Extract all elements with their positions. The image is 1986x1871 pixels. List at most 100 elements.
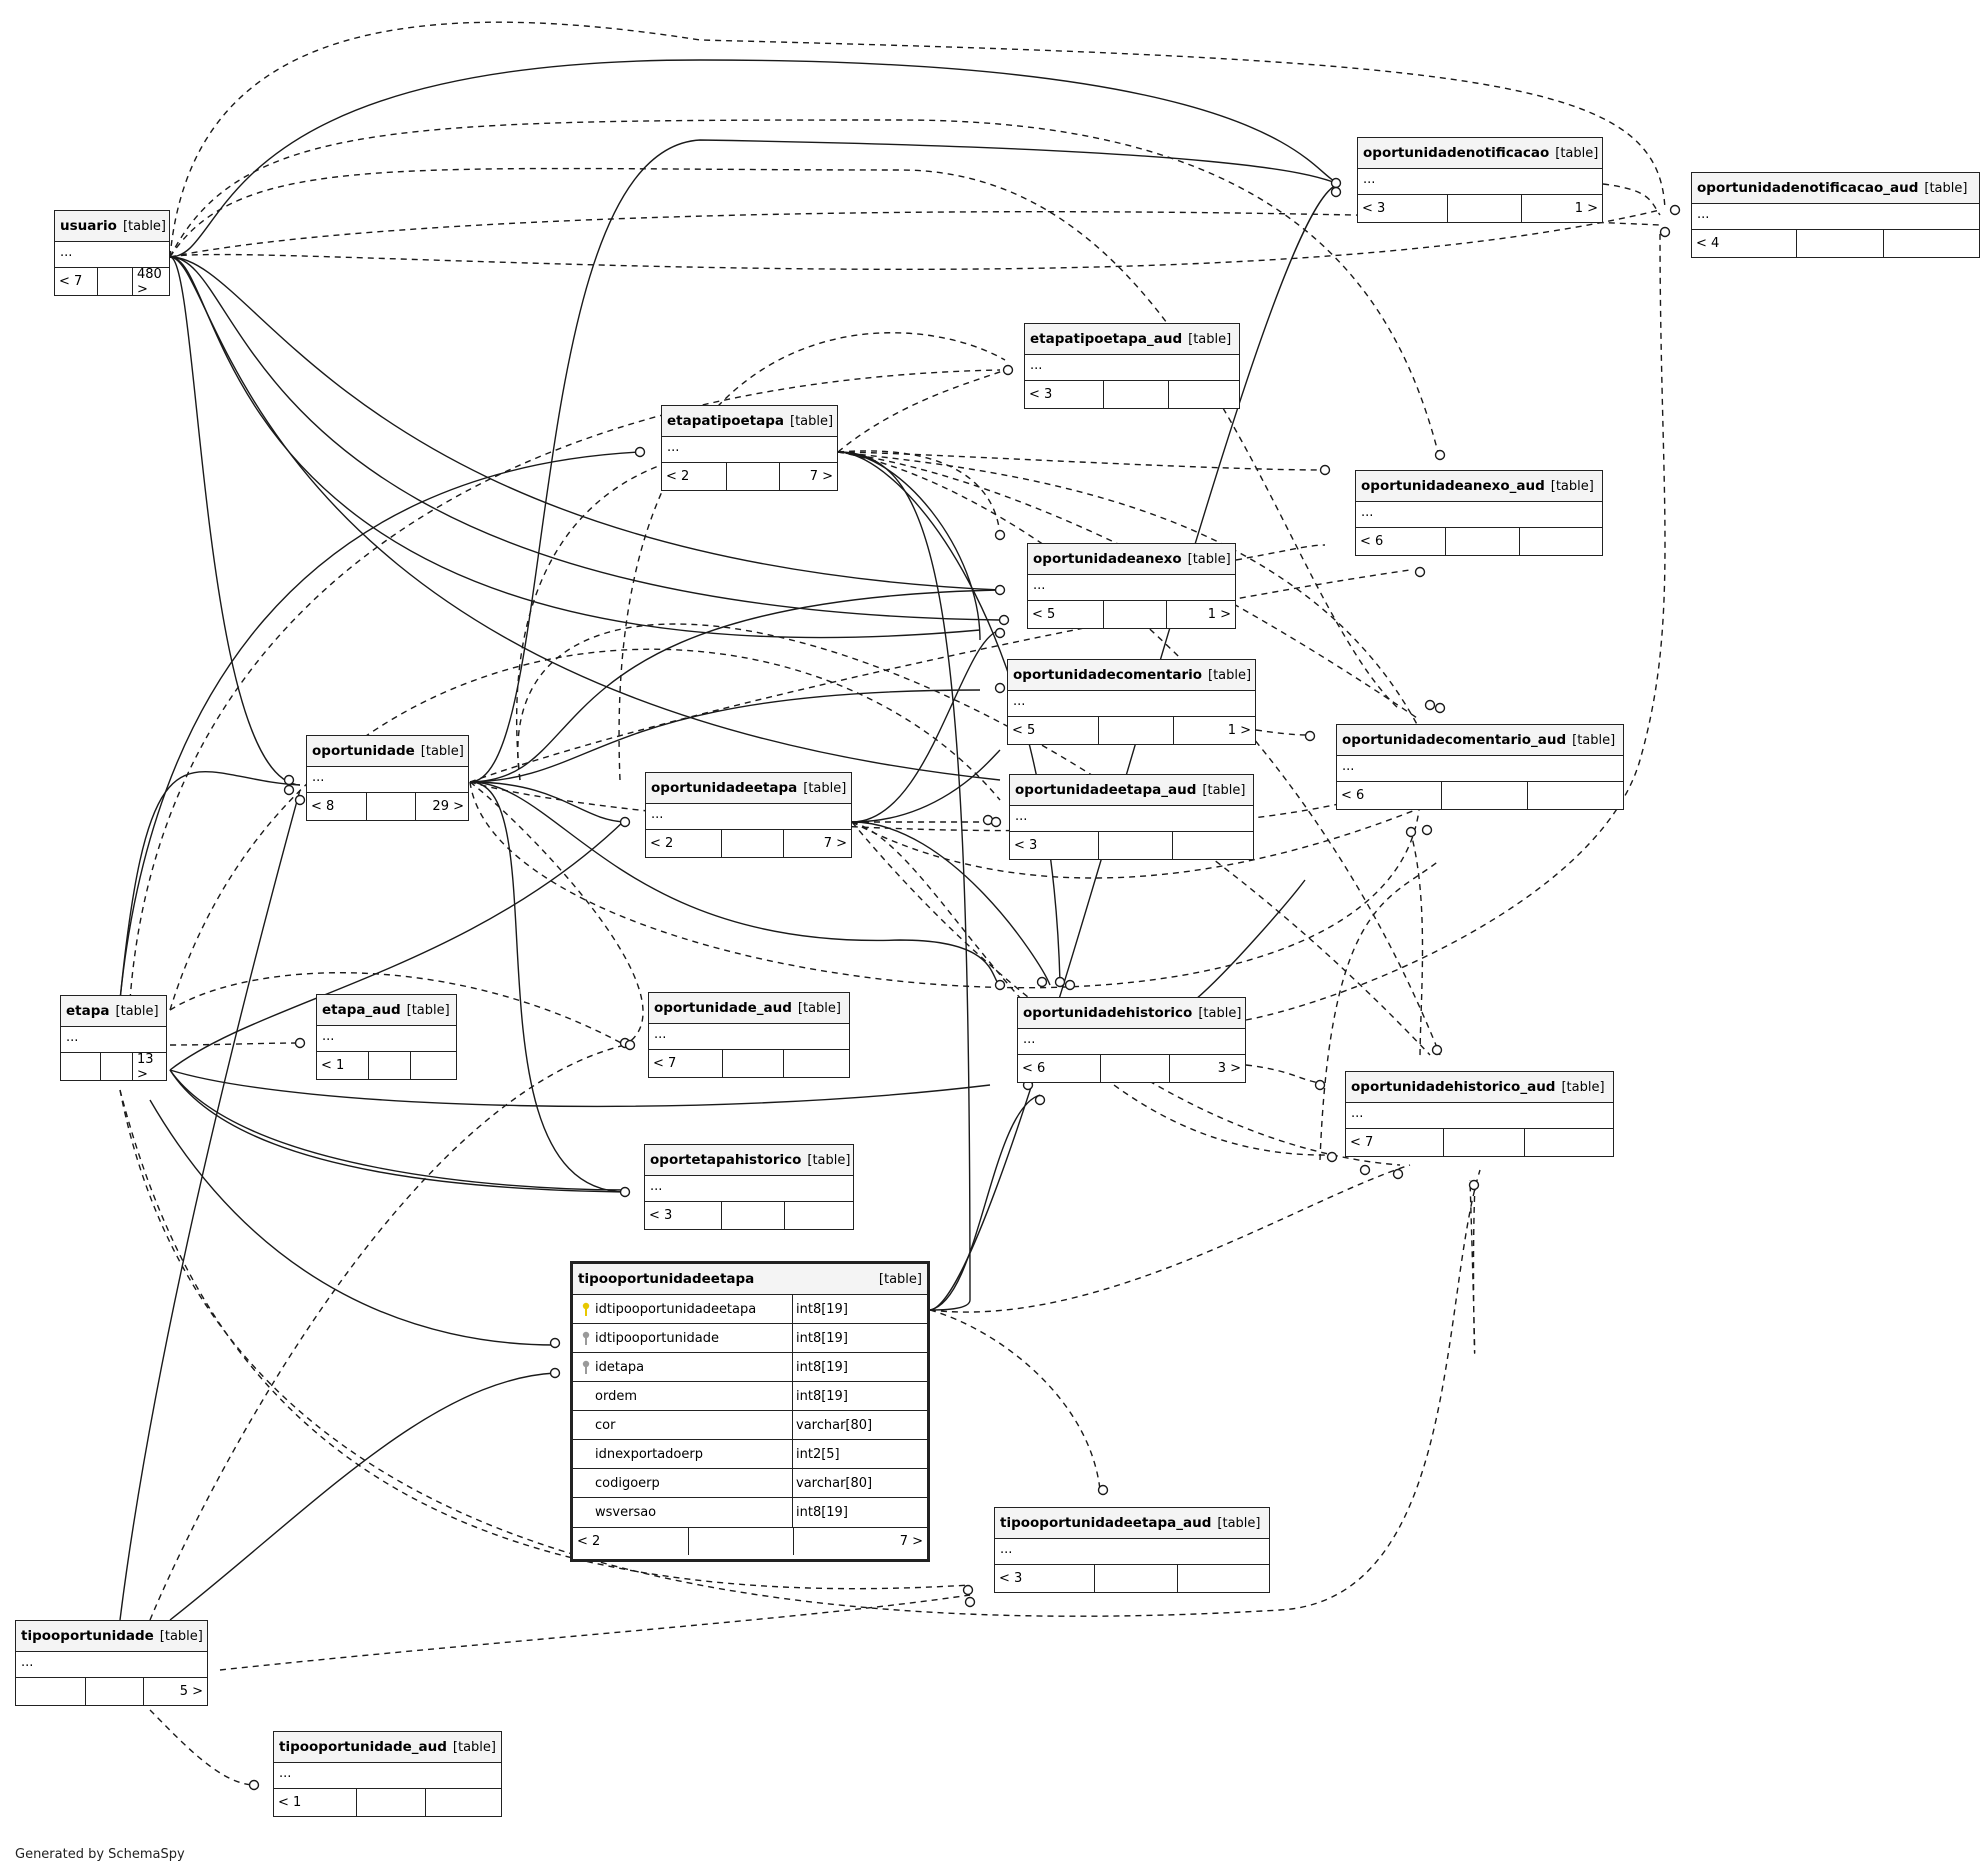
- parents-count[interactable]: < 6: [1341, 788, 1365, 803]
- table-columns-collapsed[interactable]: ...: [649, 1024, 849, 1050]
- children-count[interactable]: 3 >: [1169, 1055, 1245, 1082]
- parents-count[interactable]: < 2: [666, 469, 690, 484]
- table-etapa[interactable]: etapa[table]...13 >: [60, 995, 167, 1082]
- table-columns-collapsed[interactable]: ...: [1337, 756, 1623, 782]
- parents-count[interactable]: < 7: [59, 274, 83, 289]
- parents-count[interactable]: < 6: [1360, 534, 1384, 549]
- table-columns-collapsed[interactable]: ...: [1346, 1103, 1613, 1129]
- table-oportetapahistorico[interactable]: oportetapahistorico[table]...< 3: [644, 1144, 854, 1230]
- relationship-line: [169, 1069, 626, 1193]
- parents-count[interactable]: < 2: [577, 1534, 601, 1549]
- children-count[interactable]: 5 >: [143, 1678, 207, 1705]
- table-columns-collapsed[interactable]: ...: [307, 767, 468, 793]
- children-count[interactable]: 480 >: [132, 267, 169, 297]
- table-tipooportunidade[interactable]: tipooportunidade[table]...5 >: [15, 1620, 208, 1706]
- parents-count[interactable]: [16, 1678, 85, 1705]
- column-name: idtipooportunidade: [595, 1330, 719, 1346]
- children-count[interactable]: [1519, 528, 1602, 555]
- table-etapa_aud[interactable]: etapa_aud[table]...< 1: [316, 994, 457, 1080]
- table-columns-collapsed[interactable]: ...: [1025, 355, 1239, 381]
- parents-count[interactable]: < 8: [311, 799, 335, 814]
- parents-count[interactable]: < 7: [653, 1056, 677, 1071]
- table-tipooportunidadeetapa[interactable]: tipooportunidadeetapa [table] idtipoopor…: [570, 1261, 930, 1562]
- children-count[interactable]: [425, 1789, 501, 1816]
- cardinality-marker: [994, 584, 1006, 596]
- parents-count[interactable]: [61, 1053, 100, 1080]
- parents-count[interactable]: < 1: [278, 1795, 302, 1810]
- children-count[interactable]: 1 >: [1173, 717, 1255, 744]
- table-columns-collapsed[interactable]: ...: [317, 1026, 456, 1052]
- table-oportunidadeanexo_aud[interactable]: oportunidadeanexo_aud[table]...< 6: [1355, 470, 1603, 556]
- children-count[interactable]: [1524, 1129, 1613, 1156]
- table-columns-collapsed[interactable]: ...: [645, 1176, 853, 1202]
- parents-count[interactable]: < 3: [999, 1571, 1023, 1586]
- parents-count[interactable]: < 3: [649, 1208, 673, 1223]
- parents-count[interactable]: < 1: [321, 1058, 345, 1073]
- children-count[interactable]: [784, 1202, 853, 1229]
- table-columns-collapsed[interactable]: ...: [1692, 204, 1979, 230]
- children-count[interactable]: 29 >: [415, 793, 468, 820]
- table-columns-collapsed[interactable]: ...: [1356, 502, 1602, 528]
- table-columns-collapsed[interactable]: ...: [1028, 575, 1235, 601]
- table-name: oportunidadecomentario_aud: [1342, 732, 1567, 748]
- children-count[interactable]: 1 >: [1166, 601, 1235, 628]
- table-oportunidadenotificacao_aud[interactable]: oportunidadenotificacao_aud[table]...< 4: [1691, 172, 1980, 258]
- table-columns-collapsed[interactable]: ...: [1008, 691, 1255, 717]
- children-count[interactable]: 7 >: [779, 463, 837, 490]
- parents-count[interactable]: < 3: [1362, 201, 1386, 216]
- table-tipooportunidade_aud[interactable]: tipooportunidade_aud[table]...< 1: [273, 1731, 502, 1817]
- table-columns-collapsed[interactable]: ...: [1010, 806, 1253, 832]
- table-columns-collapsed[interactable]: ...: [55, 242, 169, 268]
- children-count[interactable]: 13 >: [132, 1052, 166, 1082]
- parents-count[interactable]: < 4: [1696, 236, 1720, 251]
- children-count[interactable]: [1527, 782, 1623, 809]
- children-count[interactable]: 1 >: [1521, 195, 1602, 222]
- table-oportunidadeetapa_aud[interactable]: oportunidadeetapa_aud[table]...< 3: [1009, 774, 1254, 860]
- table-columns-collapsed[interactable]: ...: [995, 1539, 1269, 1565]
- parents-count[interactable]: < 3: [1029, 387, 1053, 402]
- parents-count[interactable]: < 3: [1014, 838, 1038, 853]
- table-etapatipoetapa_aud[interactable]: etapatipoetapa_aud[table]...< 3: [1024, 323, 1240, 409]
- parents-count[interactable]: < 5: [1012, 723, 1036, 738]
- table-oportunidadehistorico_aud[interactable]: oportunidadehistorico_aud[table]...< 7: [1345, 1071, 1614, 1157]
- parents-count[interactable]: < 5: [1032, 607, 1056, 622]
- table-oportunidade_aud[interactable]: oportunidade_aud[table]...< 7: [648, 992, 850, 1078]
- parents-count[interactable]: < 7: [1350, 1135, 1374, 1150]
- table-columns-collapsed[interactable]: ...: [662, 437, 837, 463]
- children-count[interactable]: [1177, 1565, 1269, 1592]
- children-count[interactable]: 7 >: [793, 1528, 927, 1555]
- children-count[interactable]: [783, 1050, 849, 1077]
- table-columns-collapsed[interactable]: ...: [61, 1027, 166, 1053]
- table-oportunidadecomentario_aud[interactable]: oportunidadecomentario_aud[table]...< 6: [1336, 724, 1624, 810]
- table-columns-collapsed[interactable]: ...: [274, 1763, 501, 1789]
- table-columns-collapsed[interactable]: ...: [1358, 169, 1602, 195]
- table-columns-collapsed[interactable]: ...: [646, 804, 851, 830]
- children-count[interactable]: [1168, 381, 1239, 408]
- columns-count: [1447, 195, 1521, 222]
- parents-count[interactable]: < 2: [650, 836, 674, 851]
- table-tipooportunidadeetapa_aud[interactable]: tipooportunidadeetapa_aud[table]...< 3: [994, 1507, 1270, 1593]
- parents-count[interactable]: < 6: [1022, 1061, 1046, 1076]
- children-count[interactable]: [1172, 832, 1253, 859]
- children-count[interactable]: [410, 1052, 456, 1079]
- table-columns-collapsed[interactable]: ...: [1018, 1029, 1245, 1055]
- children-count[interactable]: [1883, 230, 1979, 257]
- children-count[interactable]: 7 >: [783, 830, 851, 857]
- table-columns-collapsed[interactable]: ...: [16, 1652, 207, 1678]
